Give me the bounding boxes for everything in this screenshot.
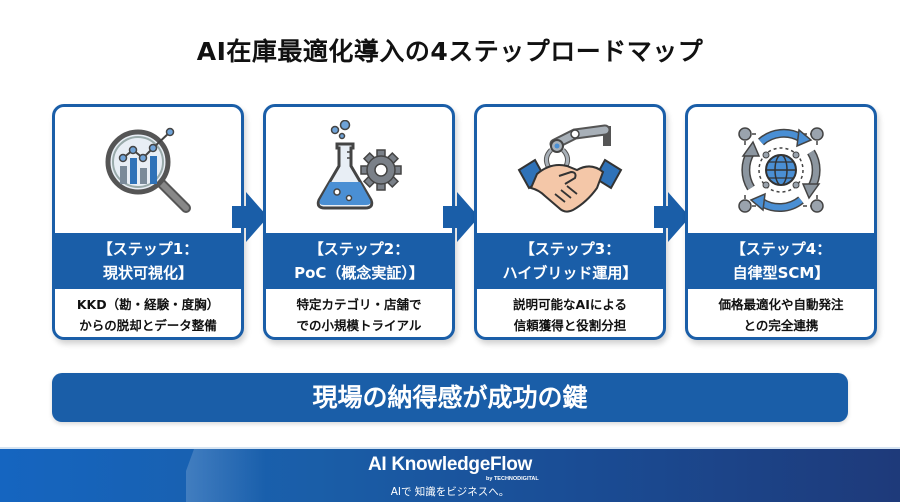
footer: AI KnowledgeFlow by TECHNODIGITAL AIで 知識… bbox=[0, 447, 900, 502]
step-desc-line1: 価格最適化や自動発注 bbox=[718, 297, 844, 312]
flask-gear-icon bbox=[266, 107, 452, 233]
arrow-right-icon bbox=[232, 192, 268, 242]
step-card-4: 【ステップ4： 自律型SCM】 価格最適化や自動発注 との完全連携 bbox=[685, 104, 877, 340]
step-desc-line2: 信頼獲得と役割分担 bbox=[513, 318, 627, 333]
step-heading-line1: 【ステップ4： bbox=[730, 240, 832, 258]
step-heading: 【ステップ1： 現状可視化】 bbox=[55, 233, 241, 289]
step-heading-line1: 【ステップ2： bbox=[308, 240, 410, 258]
robot-handshake-icon bbox=[477, 107, 663, 233]
page-title: AI在庫最適化導入の4ステップロードマップ bbox=[196, 37, 704, 66]
key-message-banner: 現場の納得感が成功の鍵 bbox=[52, 373, 848, 422]
step-heading-line2: ハイブリッド運用】 bbox=[502, 264, 638, 282]
step-card-3: 【ステップ3： ハイブリッド運用】 説明可能なAIによる 信頼獲得と役割分担 bbox=[474, 104, 666, 340]
step-description: KKD（勘・経験・度胸） からの脱却とデータ整備 bbox=[55, 289, 241, 337]
step-desc-line1: KKD（勘・経験・度胸） bbox=[76, 297, 220, 312]
step-heading-line2: 自律型SCM】 bbox=[732, 264, 830, 282]
step-description: 特定カテゴリ・店舗で での小規模トライアル bbox=[266, 289, 452, 337]
arrow-right-icon bbox=[654, 192, 690, 242]
step-heading: 【ステップ4： 自律型SCM】 bbox=[688, 233, 874, 289]
step-desc-line2: からの脱却とデータ整備 bbox=[79, 318, 217, 333]
step-description: 価格最適化や自動発注 との完全連携 bbox=[688, 289, 874, 337]
step-card-2: 【ステップ2： PoC（概念実証）】 特定カテゴリ・店舗で での小規模トライアル bbox=[263, 104, 455, 340]
step-desc-line1: 特定カテゴリ・店舗で bbox=[296, 297, 422, 312]
step-desc-line2: での小規模トライアル bbox=[296, 318, 422, 333]
step-card-1: 【ステップ1： 現状可視化】 KKD（勘・経験・度胸） からの脱却とデータ整備 bbox=[52, 104, 244, 340]
step-heading-line1: 【ステップ1： bbox=[97, 240, 199, 258]
step-heading-line1: 【ステップ3： bbox=[519, 240, 621, 258]
footer-decoration bbox=[186, 449, 266, 502]
step-heading-line2: 現状可視化】 bbox=[102, 264, 193, 282]
arrow-right-icon bbox=[443, 192, 479, 242]
step-desc-line1: 説明可能なAIによる bbox=[513, 297, 627, 312]
globe-cycle-icon bbox=[688, 107, 874, 233]
step-desc-line2: との完全連携 bbox=[743, 318, 819, 333]
step-heading-line2: PoC（概念実証）】 bbox=[294, 264, 424, 282]
step-description: 説明可能なAIによる 信頼獲得と役割分担 bbox=[477, 289, 663, 337]
magnifier-chart-icon bbox=[55, 107, 241, 233]
brand-tagline: AIで 知識をビジネスへ。 bbox=[390, 486, 510, 498]
brand-byline: by TECHNODIGITAL bbox=[486, 476, 539, 482]
brand-logo: AI KnowledgeFlow bbox=[367, 454, 533, 475]
step-heading: 【ステップ2： PoC（概念実証）】 bbox=[266, 233, 452, 289]
step-heading: 【ステップ3： ハイブリッド運用】 bbox=[477, 233, 663, 289]
